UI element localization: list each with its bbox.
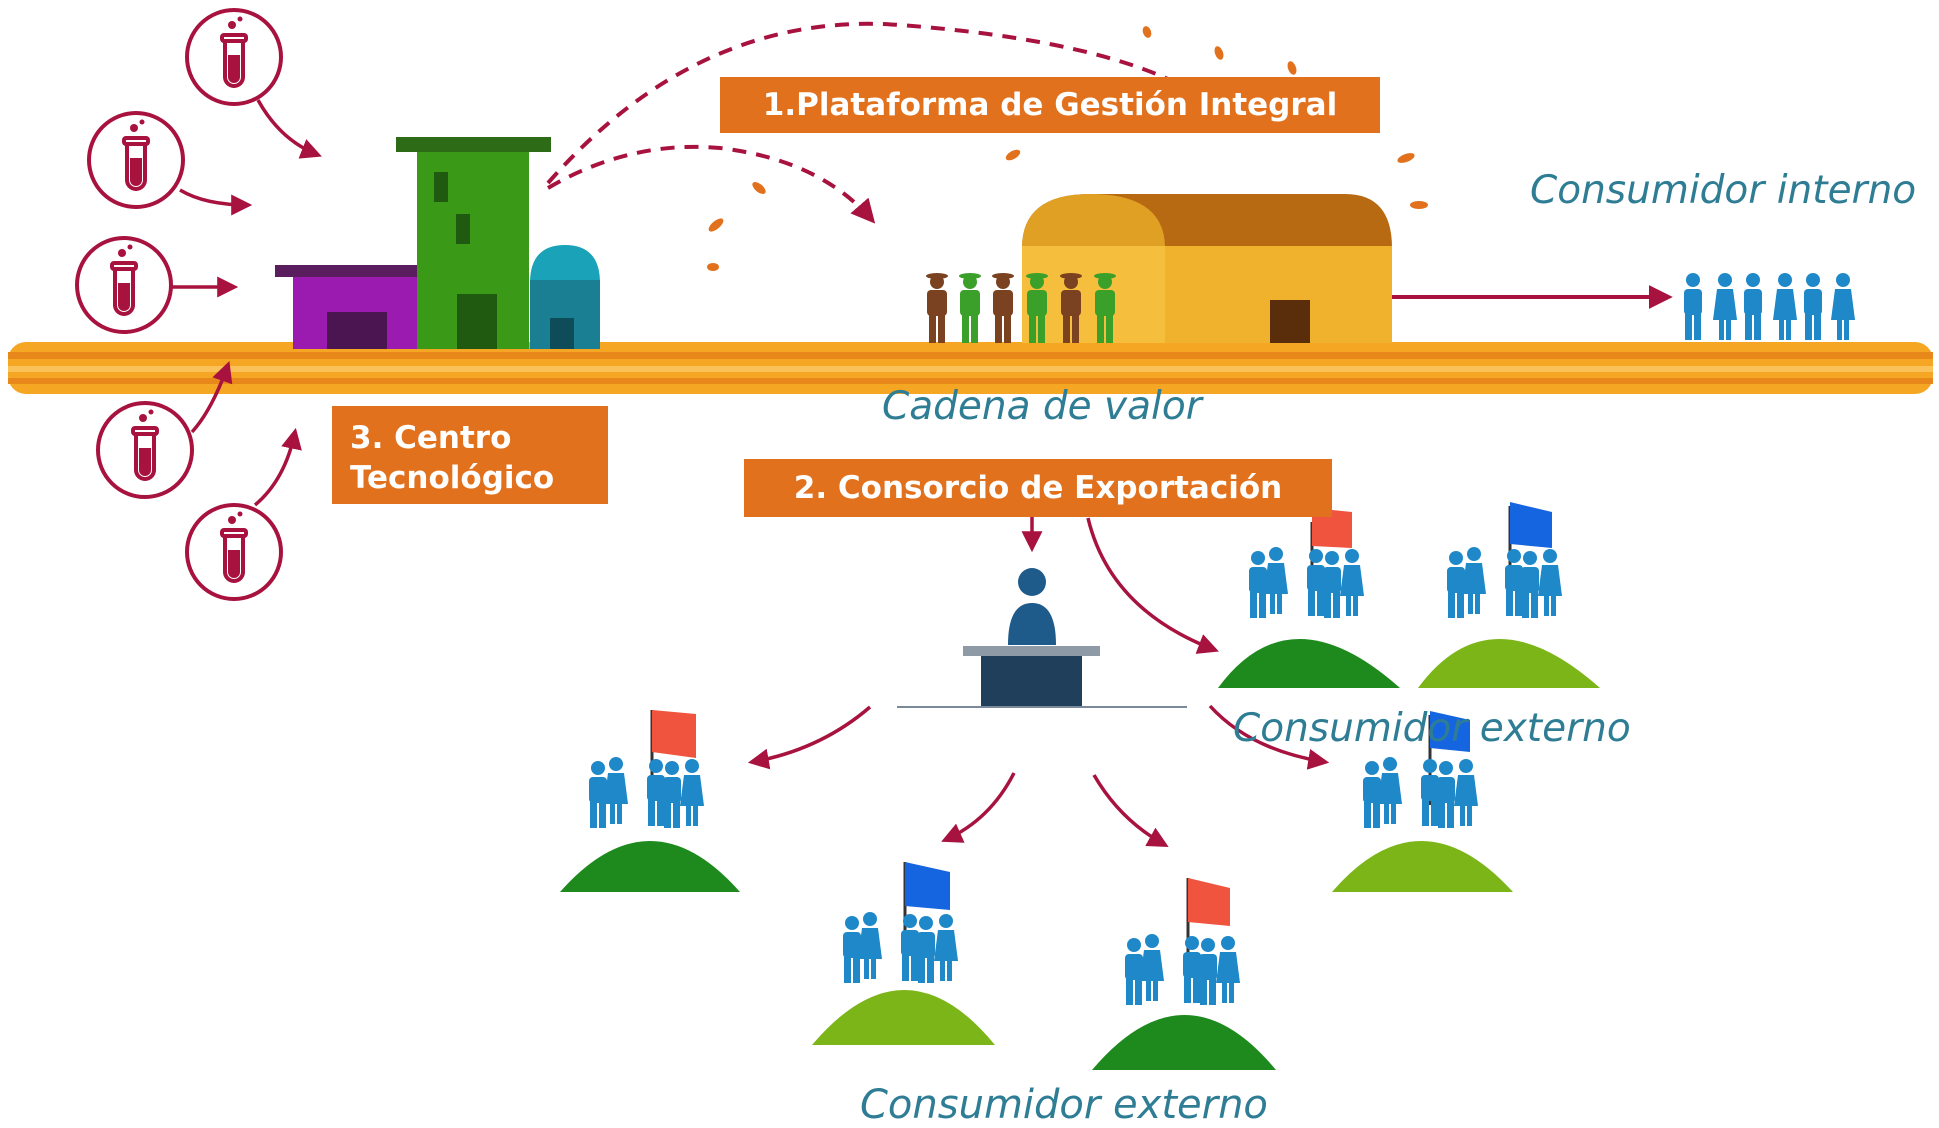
platform-label-text: 1.Plataforma de Gestión Integral bbox=[762, 87, 1338, 123]
tech-input-arrows bbox=[172, 99, 322, 507]
export-arrows bbox=[747, 517, 1330, 848]
tech-centre-label-line1: 3. Centro bbox=[350, 420, 512, 456]
internal-consumer-caption: Consumidor interno bbox=[1530, 168, 1917, 213]
exporter-desk-icon bbox=[897, 568, 1187, 708]
tech-centre-label: 3. Centro Tecnológico bbox=[332, 406, 608, 504]
value-chain-road bbox=[8, 342, 1933, 394]
platform-label: 1.Plataforma de Gestión Integral bbox=[720, 77, 1380, 133]
consumer-group-hill-1 bbox=[1218, 508, 1400, 688]
warehouse-icon bbox=[1022, 194, 1392, 343]
test-tube-icon bbox=[87, 111, 185, 209]
export-consortium-label: 2. Consorcio de Exportación bbox=[744, 459, 1332, 517]
consumer-group-hill-3 bbox=[1332, 711, 1513, 892]
value-chain-caption: Cadena de valor bbox=[882, 384, 1202, 429]
export-consortium-label-text: 2. Consorcio de Exportación bbox=[793, 470, 1283, 506]
platform-flow-arcs bbox=[546, 21, 1191, 224]
decorative-leaves bbox=[707, 26, 1428, 271]
building-icon bbox=[275, 137, 600, 349]
consumer-group-hill-2 bbox=[1418, 502, 1600, 688]
test-tube-icon bbox=[185, 8, 283, 106]
tech-input-tubes bbox=[75, 8, 283, 601]
consumer-group-hill-6 bbox=[1092, 878, 1276, 1070]
tech-centre-label-line2: Tecnológico bbox=[350, 460, 555, 496]
consumer-group-hill-5 bbox=[812, 862, 995, 1045]
test-tube-icon bbox=[96, 401, 194, 499]
test-tube-icon bbox=[185, 503, 283, 601]
external-consumer-caption-1: Consumidor externo bbox=[1233, 706, 1631, 751]
test-tube-icon bbox=[75, 236, 173, 334]
external-consumer-caption-2: Consumidor externo bbox=[860, 1082, 1268, 1128]
consumer-group-hill-4 bbox=[560, 710, 740, 892]
people-group-icon bbox=[1684, 273, 1855, 340]
